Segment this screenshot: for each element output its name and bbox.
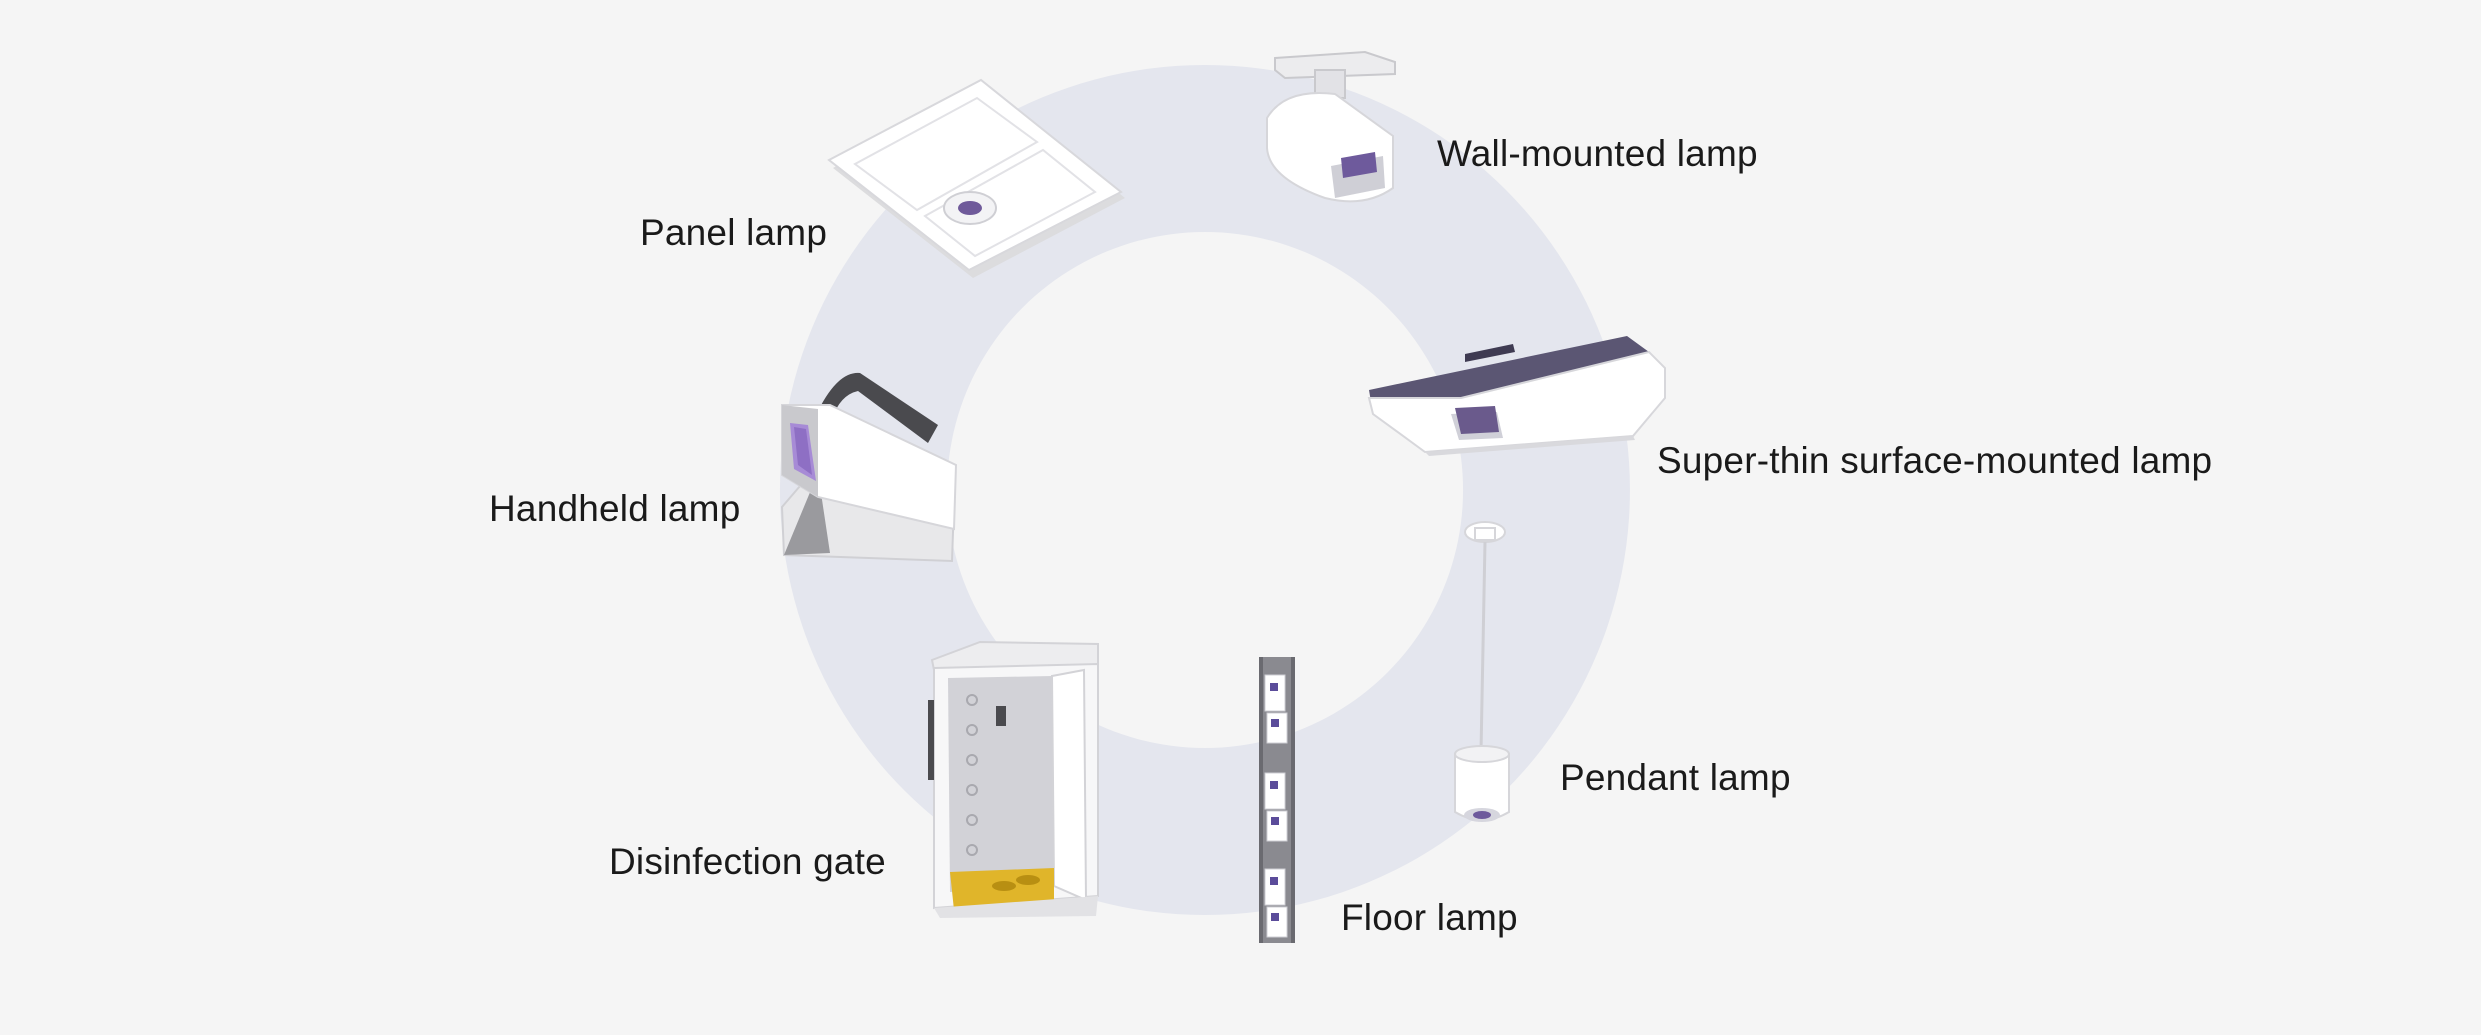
super-thin-lamp-image	[1367, 336, 1666, 456]
wall-mounted-lamp-label: Wall-mounted lamp	[1437, 133, 1758, 174]
handheld-lamp-image	[780, 372, 958, 563]
pendant-lamp-image	[1454, 521, 1510, 822]
disinfection-gate-label: Disinfection gate	[609, 841, 886, 882]
handheld-lamp-label: Handheld lamp	[489, 488, 741, 529]
floor-lamp-label: Floor lamp	[1341, 897, 1518, 938]
disinfection-gate-image	[928, 640, 1099, 918]
super-thin-lamp-label: Super-thin surface-mounted lamp	[1657, 440, 2213, 481]
wall-mounted-lamp-image	[1266, 50, 1396, 203]
panel-lamp-image	[827, 78, 1125, 278]
floor-lamp-image	[1259, 657, 1295, 943]
panel-lamp-label: Panel lamp	[640, 212, 828, 253]
pendant-lamp-label: Pendant lamp	[1560, 757, 1791, 798]
